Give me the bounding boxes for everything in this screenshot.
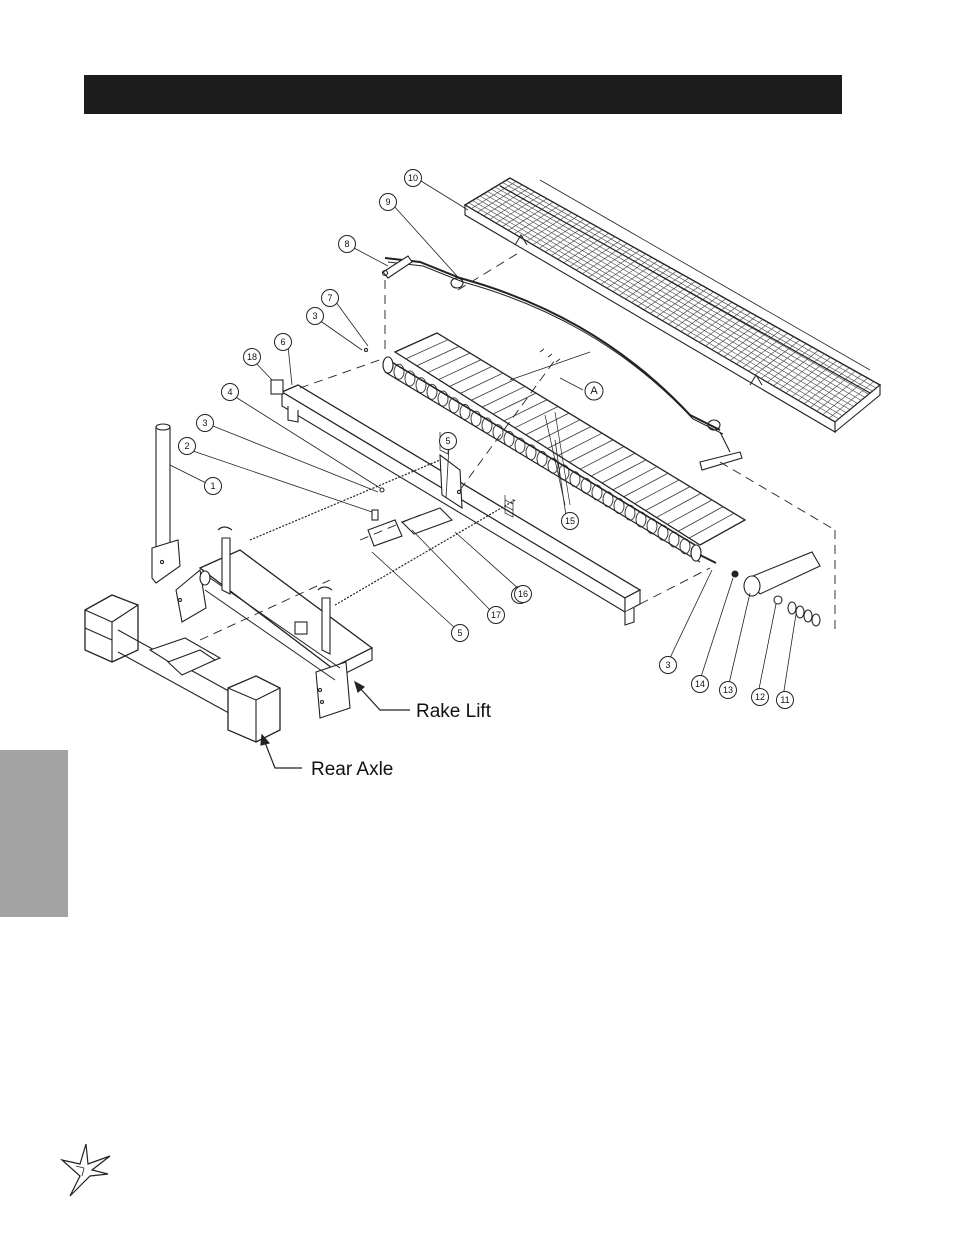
callout-1: 1 [204, 477, 222, 495]
post [151, 423, 181, 584]
callout-number: 4 [227, 387, 232, 397]
callout-number: 8 [344, 239, 349, 249]
callout-11: 11 [776, 691, 794, 709]
rake-belt [382, 332, 747, 564]
callout-13: 13 [719, 681, 737, 699]
callout-4: 4 [221, 383, 239, 401]
callout-10: 10 [404, 169, 422, 187]
rake-lift-frame [175, 526, 374, 719]
callout-3: 3 [659, 656, 677, 674]
callout-number: 9 [385, 197, 390, 207]
mesh-screen [463, 177, 882, 434]
star-burst-logo-icon [59, 1143, 111, 1197]
alignment-lines [199, 251, 836, 641]
callout-17: 17 [487, 606, 505, 624]
callout-number: 5 [457, 628, 462, 638]
callout-number: A [590, 385, 598, 397]
callout-number: 16 [518, 589, 528, 599]
frame-tube [270, 379, 642, 626]
callout-16: 16 [514, 585, 532, 603]
callout-number: 11 [780, 695, 789, 705]
callout-7: 7 [321, 289, 339, 307]
callout-15: 15 [561, 512, 579, 530]
callout-6: 6 [274, 333, 292, 351]
callout-5: 5 [451, 624, 469, 642]
callout-5: 5 [439, 432, 457, 450]
callout-18: 18 [243, 348, 261, 366]
callout-12: 12 [751, 688, 769, 706]
rear-axle-label: Rear Axle [311, 759, 393, 780]
callout-number: 17 [491, 610, 501, 620]
callout-number: 12 [755, 692, 765, 702]
diagram-artwork [84, 177, 882, 769]
callout-number: 15 [565, 516, 575, 526]
side-section-tab [0, 750, 68, 917]
callout-number: 6 [280, 337, 285, 347]
callout-number: 1 [210, 481, 215, 491]
callout-number: 10 [408, 173, 418, 183]
callout-2: 2 [178, 437, 196, 455]
callout-3: 3 [306, 307, 324, 325]
callout-group: 1233345556789101112131415161718A [178, 169, 794, 709]
chains [249, 459, 516, 606]
callout-A: A [584, 381, 604, 401]
callout-number: 3 [312, 311, 317, 321]
callout-number: 13 [723, 685, 733, 695]
callout-number: 3 [665, 660, 670, 670]
section-title-bar [84, 75, 842, 114]
callout-3: 3 [196, 414, 214, 432]
callout-number: 3 [202, 418, 207, 428]
rear-axle [84, 594, 281, 743]
callout-9: 9 [379, 193, 397, 211]
label-arrows [260, 680, 410, 769]
callout-number: 2 [184, 441, 189, 451]
leader-lines [169, 180, 797, 698]
callout-number: 18 [247, 352, 257, 362]
arched-rod [381, 255, 743, 471]
callout-number: 5 [445, 436, 450, 446]
rake-lift-label: Rake Lift [416, 701, 492, 722]
callout-14: 14 [691, 675, 709, 693]
callout-number: 14 [695, 679, 705, 689]
callout-8: 8 [338, 235, 356, 253]
callout-number: 7 [327, 293, 332, 303]
